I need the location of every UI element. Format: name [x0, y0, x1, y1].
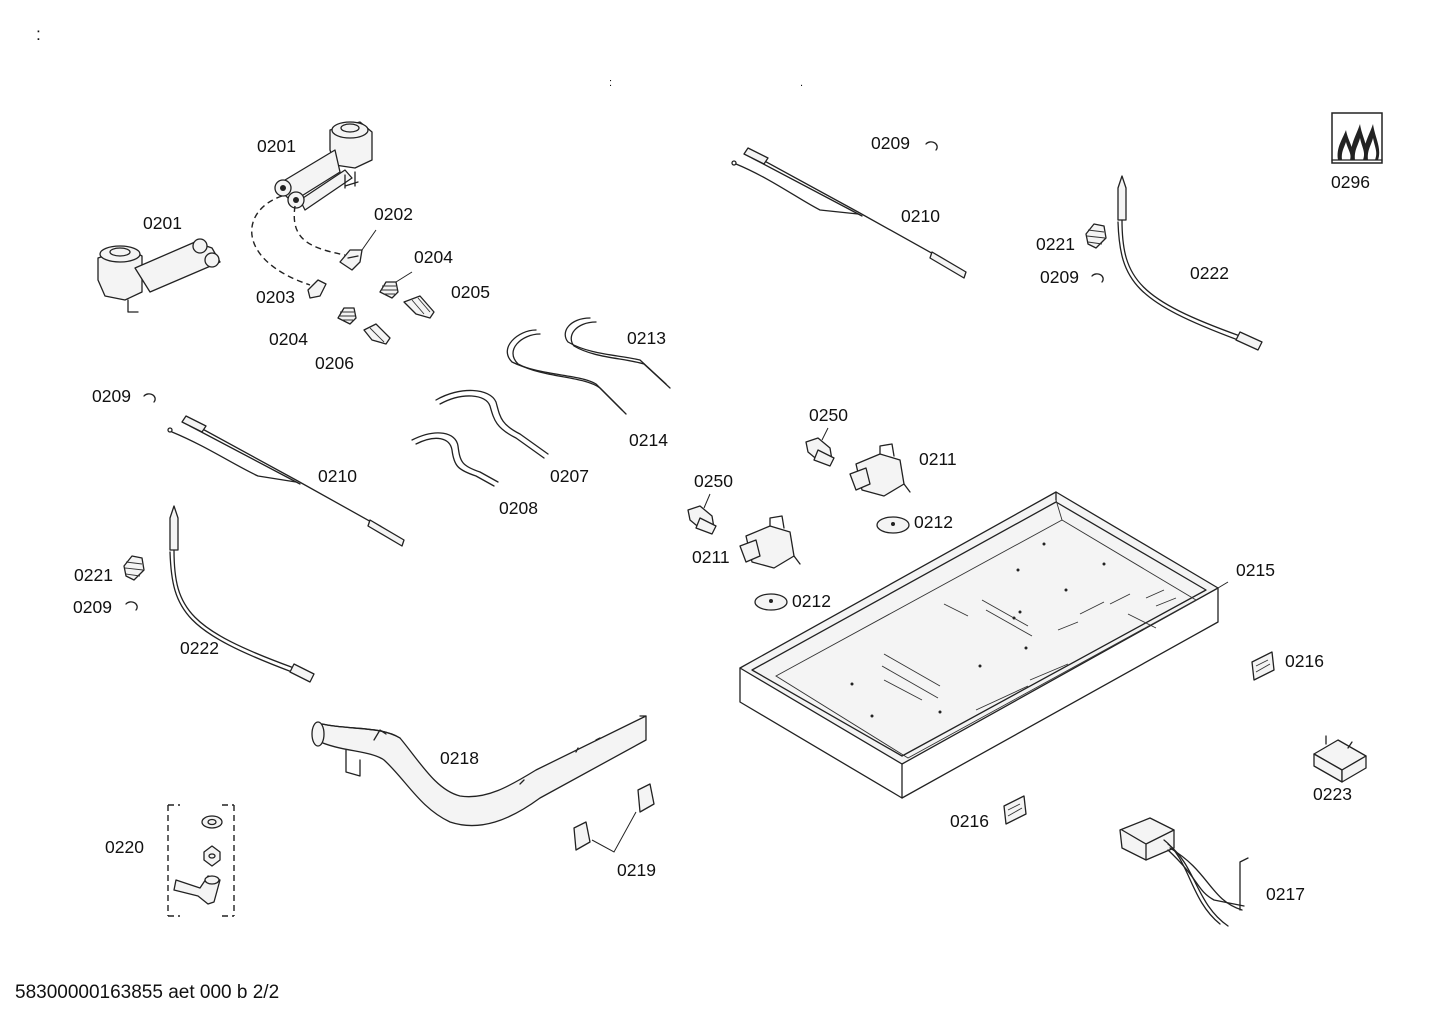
pipe-0214 [506, 329, 627, 415]
stray-mark-a: : [609, 77, 612, 89]
label-0250-a: 0250 [809, 405, 848, 425]
label-0220: 0220 [105, 837, 144, 857]
label-0296: 0296 [1331, 172, 1370, 192]
label-0204-b: 0204 [269, 329, 308, 349]
part-0202 [339, 229, 377, 271]
valve-0211-a [849, 443, 911, 497]
clip-0216-b [1003, 795, 1027, 825]
clip-0209-b [1091, 273, 1104, 283]
label-0216-b: 0216 [950, 811, 989, 831]
label-0205: 0205 [451, 282, 490, 302]
pipe-0207 [435, 389, 549, 459]
label-0209-d: 0209 [73, 597, 112, 617]
bracket-0219-a [573, 821, 591, 851]
label-0209-c: 0209 [92, 386, 131, 406]
label-0207: 0207 [550, 466, 589, 486]
label-0210-upper: 0210 [901, 206, 940, 226]
label-0212-b: 0212 [792, 591, 831, 611]
label-0250-b: 0250 [694, 471, 733, 491]
manifold-0218 [311, 715, 647, 827]
disc-0212-a [876, 516, 910, 534]
box-0223 [1313, 735, 1367, 783]
label-0204-a: 0204 [414, 247, 453, 267]
label-0221-b: 0221 [74, 565, 113, 585]
drawing-number-footer: 58300000163855 aet 000 b 2/2 [15, 982, 279, 1003]
part-0203 [307, 279, 327, 299]
flame-logo-0296 [1331, 112, 1383, 164]
thermocouple-0210-upper [731, 147, 967, 279]
part-0205 [403, 295, 435, 319]
label-0209-b: 0209 [1040, 267, 1079, 287]
disc-0212-b [754, 593, 788, 611]
label-0203: 0203 [256, 287, 295, 307]
label-0211-a: 0211 [919, 449, 957, 469]
stray-mark-b: . [800, 77, 803, 89]
corner-mark: : [36, 24, 41, 44]
part-0204-b [337, 307, 357, 325]
part-0250-b [687, 493, 717, 535]
label-0212-a: 0212 [914, 512, 953, 532]
gas-line-dashed-b [293, 205, 346, 256]
label-0223: 0223 [1313, 784, 1352, 804]
sensor-0222-b [169, 505, 315, 683]
clip-0209-c [143, 393, 156, 403]
burner-0201-lower [97, 238, 221, 313]
label-0221-a: 0221 [1036, 234, 1075, 254]
label-0219: 0219 [617, 860, 656, 880]
cone-0221-a [1085, 223, 1107, 249]
module-0217 [1119, 817, 1249, 927]
pipe-0213 [564, 317, 671, 389]
label-0201-lower: 0201 [143, 213, 182, 233]
part-0206 [363, 323, 391, 345]
label-0214: 0214 [629, 430, 668, 450]
leader-0219 [591, 811, 637, 853]
label-0216-a: 0216 [1285, 651, 1324, 671]
clip-0209-d [125, 601, 138, 611]
label-0211-b: 0211 [692, 547, 730, 567]
fitting-group-0220 [167, 804, 235, 917]
part-0204-a [379, 271, 413, 299]
bracket-0219-b [637, 783, 655, 813]
label-0218: 0218 [440, 748, 479, 768]
label-0217: 0217 [1266, 884, 1305, 904]
gas-line-dashed-a [251, 195, 311, 286]
pipe-0208 [411, 432, 499, 487]
clip-0216-a [1251, 651, 1275, 681]
label-0202: 0202 [374, 204, 413, 224]
label-0213: 0213 [627, 328, 666, 348]
label-0210-lower: 0210 [318, 466, 357, 486]
label-0215: 0215 [1236, 560, 1275, 580]
thermocouple-0210-lower [167, 415, 405, 547]
label-0206: 0206 [315, 353, 354, 373]
tray-0215 [739, 491, 1229, 799]
part-0250-a [805, 427, 835, 467]
label-0222-a: 0222 [1190, 263, 1229, 283]
clip-0209-a [925, 141, 938, 151]
label-0208: 0208 [499, 498, 538, 518]
label-0201-upper: 0201 [257, 136, 296, 156]
sensor-0222-a [1117, 175, 1263, 351]
label-0222-b: 0222 [180, 638, 219, 658]
cone-0221-b [123, 555, 145, 581]
burner-0201-upper [274, 121, 373, 211]
valve-0211-b [739, 515, 801, 569]
label-0209-a: 0209 [871, 133, 910, 153]
